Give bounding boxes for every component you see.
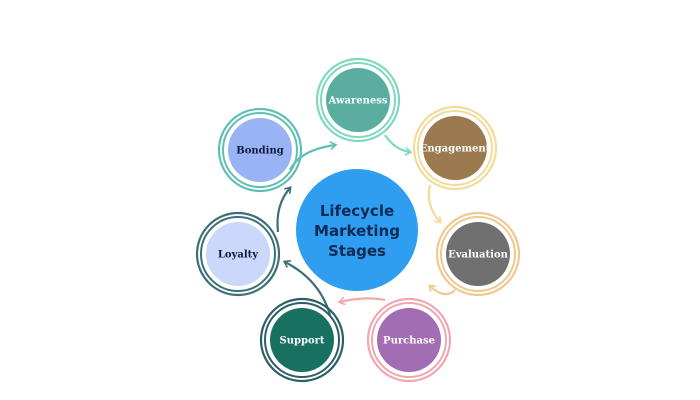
outer-ring [435,211,521,297]
arrow-1 [384,134,410,152]
stage-purchase: Purchase [366,297,452,383]
stage-label: Evaluation [448,250,509,261]
stage-circle [206,222,270,286]
arrow-2 [427,184,440,222]
stage-circle [228,118,292,182]
outer-ring [366,297,452,383]
stage-label: Purchase [383,336,435,347]
stage-circle [423,116,487,180]
inner-ring [200,216,276,292]
center-circle: Lifecycle Marketing Stages [296,169,418,291]
stage-circle [377,308,441,372]
inner-ring [264,302,340,378]
stage-evaluation: Evaluation [435,211,521,297]
stage-label: Bonding [236,146,283,157]
inner-ring [320,62,396,138]
inner-ring [440,216,516,292]
stage-circle [446,222,510,286]
stage-loyalty: Loyalty [195,211,281,297]
stage-engagement: Engagement [412,105,498,191]
arrow-4 [340,298,386,302]
center-title-line-3: Stages [328,242,386,260]
arrow-3 [430,286,456,296]
stage-circle [326,68,390,132]
outer-ring [259,297,345,383]
arrow-6 [276,188,291,233]
stage-circle [270,308,334,372]
stage-support: Support [259,297,345,383]
stage-label: Awareness [328,96,388,107]
outer-ring [217,107,303,193]
stage-label: Support [279,336,324,347]
arrow-7 [289,145,335,171]
inner-ring [417,110,493,186]
outer-ring [195,211,281,297]
inner-ring [371,302,447,378]
stage-awareness: Awareness [315,57,401,143]
outer-ring [315,57,401,143]
inner-ring [222,112,298,188]
outer-ring [412,105,498,191]
center-title-line-1: Lifecycle [320,202,394,220]
center-title-line-2: Marketing [314,222,400,240]
stage-bonding: Bonding [217,107,303,193]
stage-label: Loyalty [218,250,259,261]
stage-label: Engagement [420,144,491,155]
